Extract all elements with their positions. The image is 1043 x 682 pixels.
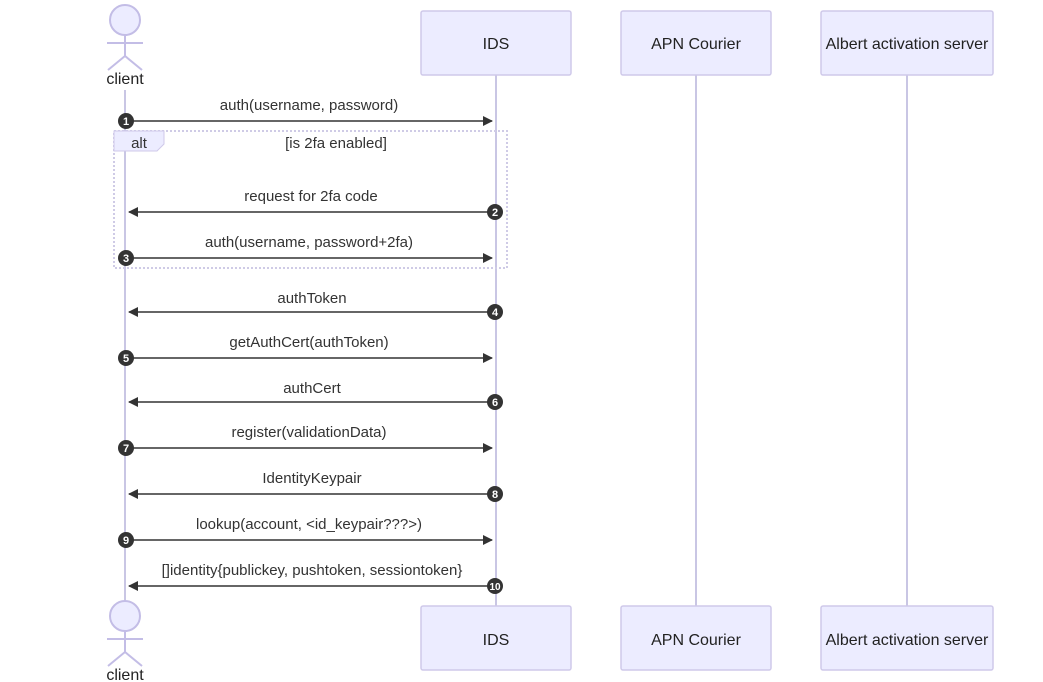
message-7: register(validationData) 7 [118, 424, 493, 456]
message-label: authCert [283, 380, 341, 397]
participant-label-albert: Albert activation server [826, 36, 989, 53]
message-label: lookup(account, <id_keypair???>) [196, 516, 422, 533]
participant-label-apn: APN Courier [651, 632, 741, 649]
sequence-number-badge [487, 304, 503, 320]
participant-apn-bottom: APN Courier [620, 605, 772, 671]
sequence-number-badge [118, 440, 134, 456]
participant-label-ids: IDS [483, 632, 510, 649]
participant-label-client: client [106, 667, 144, 682]
actor-client-bottom: client [106, 600, 144, 682]
participant-ids-top: IDS [420, 10, 572, 76]
alt-label: alt [131, 135, 148, 152]
sequence-number-badge [118, 350, 134, 366]
message-label: auth(username, password) [220, 97, 398, 114]
message-label: []identity{publickey, pushtoken, session… [162, 562, 463, 579]
sequence-number-badge [118, 250, 134, 266]
sequence-number: 8 [492, 489, 498, 501]
message-3: auth(username, password+2fa) 3 [118, 234, 493, 266]
sequence-number-badge [118, 532, 134, 548]
message-5: getAuthCert(authToken) 5 [118, 334, 493, 366]
participant-albert-bottom: Albert activation server [820, 605, 994, 671]
alt-frame: alt [is 2fa enabled] [113, 130, 508, 269]
sequence-number: 2 [492, 207, 498, 219]
message-label: IdentityKeypair [262, 470, 361, 487]
participant-label-apn: APN Courier [651, 36, 741, 53]
participant-ids-bottom: IDS [420, 605, 572, 671]
sequence-number: 4 [492, 307, 499, 319]
participant-albert-top: Albert activation server [820, 10, 994, 76]
participant-label-client: client [106, 71, 144, 88]
actor-client-top: client [106, 4, 144, 88]
participant-label-albert: Albert activation server [826, 632, 989, 649]
sequence-number: 6 [492, 397, 498, 409]
message-1: auth(username, password) 1 [118, 97, 493, 129]
sequence-number-badge [487, 204, 503, 220]
message-label: register(validationData) [231, 424, 386, 441]
message-2: request for 2fa code 2 [128, 188, 503, 220]
message-10: []identity{publickey, pushtoken, session… [128, 562, 503, 594]
sequence-number: 1 [123, 116, 129, 128]
sequence-number-badge [118, 113, 134, 129]
actor-head-icon [109, 4, 141, 36]
sequence-number: 7 [123, 443, 129, 455]
alt-condition: [is 2fa enabled] [285, 135, 387, 152]
sequence-number: 5 [123, 353, 129, 365]
message-label: authToken [277, 290, 346, 307]
message-label: getAuthCert(authToken) [229, 334, 388, 351]
sequence-number-badge [487, 486, 503, 502]
message-label: auth(username, password+2fa) [205, 234, 413, 251]
sequence-number-badge [487, 394, 503, 410]
message-8: IdentityKeypair 8 [128, 470, 503, 502]
sequence-number: 9 [123, 535, 129, 547]
message-label: request for 2fa code [244, 188, 377, 205]
sequence-number-badge [487, 578, 503, 594]
participant-label-ids: IDS [483, 36, 510, 53]
sequence-number: 3 [123, 253, 129, 265]
message-4: authToken 4 [128, 290, 503, 320]
sequence-number: 10 [489, 582, 501, 593]
message-9: lookup(account, <id_keypair???>) 9 [118, 516, 493, 548]
actor-head-icon [109, 600, 141, 632]
alt-tag [113, 130, 165, 152]
participant-apn-top: APN Courier [620, 10, 772, 76]
message-6: authCert 6 [128, 380, 503, 410]
